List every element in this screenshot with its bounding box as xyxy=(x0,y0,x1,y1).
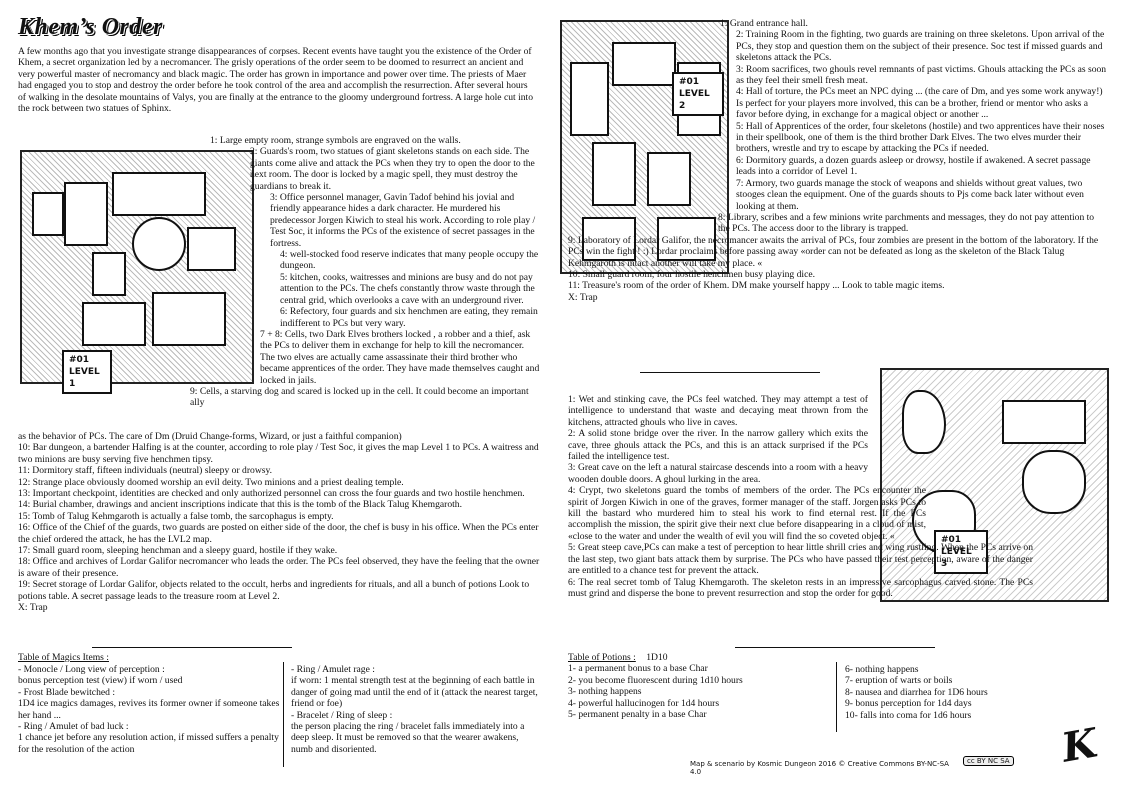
level-3-label: #01 LEVEL 3 xyxy=(934,530,988,574)
map-level-3: #01 LEVEL 3 xyxy=(880,368,1109,602)
level-3-item: 5: Great steep cave,PCs can make a test … xyxy=(568,542,1033,577)
magic-item-line: - Frost Blade bewitched : xyxy=(18,686,115,698)
level-1-item: 9: Cells, a starving dog and scared is l… xyxy=(190,385,529,409)
level-1-item: X: Trap xyxy=(18,602,48,614)
level-1-item: 16: Office of the Chief of the guards, t… xyxy=(18,522,539,545)
level-1-item: 15: Tomb of Talug Kehmgaroth is actually… xyxy=(18,510,334,522)
level-1-item: 2: Guards's room, two statues of giant s… xyxy=(250,146,535,192)
level-3-item: 1: Wet and stinking cave, the PCs feel w… xyxy=(568,394,868,428)
level-2-item: 3: Room sacrifices, two ghouls revel rem… xyxy=(736,63,1107,87)
level-1-item: 17: Small guard room, sleeping henchman … xyxy=(18,545,338,557)
level-1-item: 14: Burial chamber, drawings and ancient… xyxy=(18,499,462,511)
magic-item-line: bonus perception test (view) if worn / u… xyxy=(18,675,183,687)
level-1-item: 6: Refectory, four guards and six henchm… xyxy=(280,306,538,329)
potion-line: 2- you become fluorescent during 1d10 ho… xyxy=(568,674,743,686)
level-1-side-text: 1: Large empty room, strange symbols are… xyxy=(190,135,540,409)
level-3-item: 6: The real secret tomb of Talug Khemgar… xyxy=(568,576,1033,599)
credit-line: Map & scenario by Kosmic Dungeon 2016 © … xyxy=(690,760,949,776)
level-1-item: 19: Secret storage of Lordar Galifor, ob… xyxy=(18,579,530,602)
kosmic-dungeon-logo: K xyxy=(1058,719,1101,772)
magic-item-line: 1D4 ice magics damages, revives its form… xyxy=(18,698,280,721)
magic-items-table: Table of Magics Items : xyxy=(18,652,538,663)
level-3-item: 3: Great cave on the left a natural stai… xyxy=(568,462,868,485)
level-1-item: 7 + 8: Cells, two Dark Elves brothers lo… xyxy=(260,328,540,386)
magic-item-line: 1 chance jet before any resolution actio… xyxy=(18,732,279,755)
level-1-item: 10: Bar dungeon, a bartender Halfing is … xyxy=(18,442,539,465)
magic-item-line: if worn: 1 mental strength test at the b… xyxy=(291,675,538,710)
level-2-item: 9: Laboratory of Lordar Galifor, the nec… xyxy=(568,234,1099,269)
map-level-1: #01 LEVEL 1 xyxy=(20,150,254,394)
level-2-item: X: Trap xyxy=(568,291,598,303)
level-1-label: #01 LEVEL 1 xyxy=(62,350,112,394)
level-1-item: 13: Important checkpoint, identities are… xyxy=(18,488,525,500)
map-level-2: #01 LEVEL 2 xyxy=(560,20,729,274)
level-1-item: 5: kitchen, cooks, waitresses and minion… xyxy=(280,271,535,306)
magic-item-line: - Monocle / Long view of perception : xyxy=(18,664,165,675)
level-1-item: 3: Office personnel manager, Gavin Tadof… xyxy=(270,192,536,249)
level-2-text: 1: Grand entrance hall. 2: Training Room… xyxy=(568,18,1108,303)
level-3-item: 2: A solid stone bridge over the river. … xyxy=(568,428,868,463)
magic-item-line: - Ring / Amulet rage : xyxy=(291,664,375,675)
level-1-item: 18: Office and archives of Lordar Galifo… xyxy=(18,556,540,579)
divider xyxy=(92,647,292,648)
level-1-item: as the behavior of PCs. The care of Dm (… xyxy=(18,431,402,442)
level-2-item: 4: Hall of torture, the PCs meet an NPC … xyxy=(736,86,1103,121)
potions-table: Table of Potions : 1D10 1- a permanent b… xyxy=(568,652,828,720)
potion-line: 5- permanent penalty in a base Char xyxy=(568,709,707,721)
level-3-item: 4: Crypt, two skeletons guard the tombs … xyxy=(568,485,926,542)
potion-line: 9- bonus perception for 1d4 days xyxy=(845,698,972,710)
level-2-item: 10: Small guard room, four hostile hench… xyxy=(568,268,815,280)
magic-items-col-1: - Monocle / Long view of perception : bo… xyxy=(18,664,280,755)
column-divider xyxy=(836,662,837,732)
potion-line: 7- eruption of warts or boils xyxy=(845,675,953,687)
level-2-item: 5: Hall of Apprentices of the order, fou… xyxy=(736,120,1105,155)
level-3-text: 1: Wet and stinking cave, the PCs feel w… xyxy=(568,394,1038,599)
level-2-item: 11: Treasure's room of the order of Khem… xyxy=(568,280,945,292)
magic-item-line: - Ring / Amulet of bad luck : xyxy=(18,721,129,733)
creative-commons-badge: cc BY NC SA xyxy=(963,756,1014,766)
potions-dice: 1D10 xyxy=(646,652,668,663)
level-1-item: 11: Dormitory staff, fifteen individuals… xyxy=(18,465,273,477)
potion-line: 3- nothing happens xyxy=(568,686,642,698)
intro-text: A few months ago that you investigate st… xyxy=(18,46,534,115)
potion-line: 10- falls into coma for 1d6 hours xyxy=(845,709,972,721)
level-2-item: 6: Dormitory guards, a dozen guards asle… xyxy=(736,154,1091,178)
level-1-item: 4: well-stocked food reserve indicates t… xyxy=(280,249,539,272)
potion-line: 8- nausea and diarrhea for 1D6 hours xyxy=(845,686,988,698)
level-2-label: #01 LEVEL 2 xyxy=(672,72,724,116)
level-2-item: 8: Library, scribes and a few minions wr… xyxy=(718,211,1095,235)
level-1-text: as the behavior of PCs. The care of Dm (… xyxy=(18,431,548,614)
potion-line: 1- a permanent bonus to a base Char xyxy=(568,663,708,675)
level-2-item: 2: Training Room in the fighting, two gu… xyxy=(736,29,1105,64)
potions-heading: Table of Potions : xyxy=(568,652,636,663)
potion-line: 6- nothing happens xyxy=(845,664,919,675)
level-1-item: 1: Large empty room, strange symbols are… xyxy=(210,135,461,146)
divider xyxy=(640,372,820,373)
potions-col-2: 6- nothing happens 7- eruption of warts … xyxy=(845,664,1045,721)
column-divider xyxy=(283,662,284,767)
page-title: Khem’s Order xyxy=(18,14,163,40)
level-2-item: 1: Grand entrance hall. xyxy=(720,18,808,29)
potion-line: 4- powerful hallucinogen for 1d4 hours xyxy=(568,697,720,709)
level-2-item: 7: Armory, two guards manage the stock o… xyxy=(736,177,1084,212)
divider xyxy=(735,647,935,648)
magic-item-line: - Bracelet / Ring of sleep : xyxy=(291,709,393,721)
level-1-item: 12: Strange place obviously doomed worsh… xyxy=(18,476,404,488)
magic-items-col-2: - Ring / Amulet rage : if worn: 1 mental… xyxy=(291,664,539,755)
magic-item-line: the person placing the ring / bracelet f… xyxy=(291,721,525,755)
magic-items-heading: Table of Magics Items : xyxy=(18,652,109,663)
